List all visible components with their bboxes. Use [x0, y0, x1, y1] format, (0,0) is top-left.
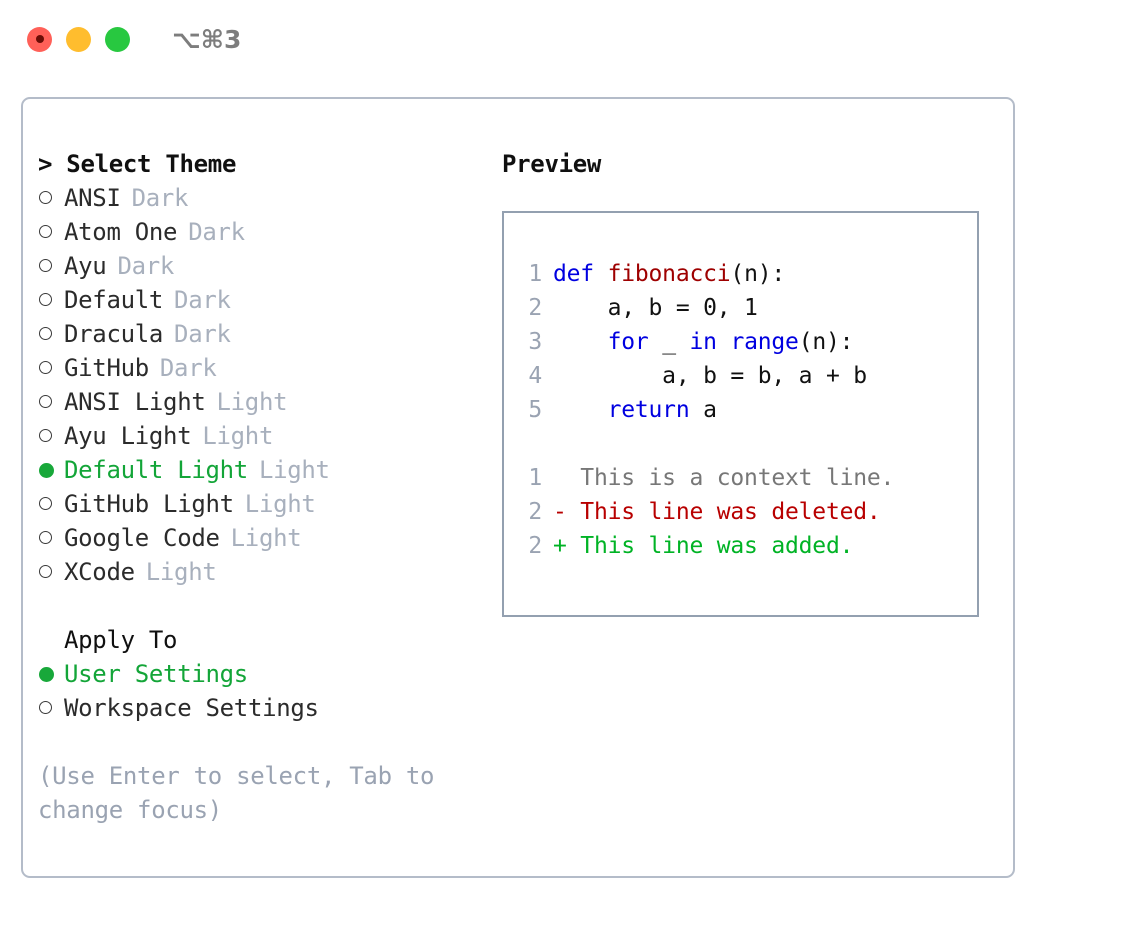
theme-list-item[interactable]: Atom One Dark	[38, 215, 488, 249]
diff-line-text: + This line was added.	[553, 533, 854, 559]
code-token: in	[689, 329, 717, 355]
theme-list-item[interactable]: Default Dark	[38, 283, 488, 317]
apply-to-item[interactable]: Workspace Settings	[38, 691, 488, 725]
code-line-number: 2	[528, 295, 542, 321]
code-token	[717, 329, 731, 355]
code-token	[553, 397, 608, 423]
minimize-window-icon[interactable]	[66, 26, 91, 52]
theme-list-item[interactable]: ANSI Dark	[38, 181, 488, 215]
code-token: for	[607, 329, 649, 355]
code-line: 3 for _ in range(n):	[518, 325, 977, 359]
code-blank-line	[518, 427, 977, 461]
diff-sample: 1 This is a context line. 2 - This line wa…	[518, 461, 977, 563]
diff-line: 1 This is a context line.	[518, 461, 977, 495]
code-line-number: 4	[528, 363, 542, 389]
code-token: (n):	[798, 329, 854, 355]
code-token: return	[607, 397, 690, 423]
theme-variant-tag: Light	[145, 558, 217, 586]
theme-variant-tag: Dark	[159, 354, 217, 382]
theme-variant-tag: Light	[258, 456, 330, 484]
theme-name-label: XCode	[64, 558, 135, 586]
theme-variant-tag: Light	[202, 422, 274, 450]
theme-list-item[interactable]: GitHub Light Light	[38, 487, 488, 521]
diff-line-number: 2	[528, 533, 542, 559]
theme-name-label: Ayu Light	[64, 422, 192, 450]
code-token	[553, 329, 608, 355]
traffic-light-buttons	[27, 26, 130, 52]
theme-variant-tag: Dark	[174, 286, 231, 314]
code-token: range	[730, 329, 799, 355]
select-theme-heading: > Select Theme	[38, 150, 237, 178]
theme-variant-tag: Dark	[174, 320, 231, 348]
code-line-number: 3	[528, 329, 542, 355]
code-line: 1 def fibonacci(n):	[518, 257, 977, 291]
apply-to-heading: Apply To	[64, 626, 178, 654]
code-token: a, b = b, a + b	[553, 363, 867, 389]
keyboard-hint-text: (Use Enter to select, Tab to change focu…	[38, 762, 435, 824]
code-token: a	[689, 397, 717, 423]
theme-name-label: Default	[64, 286, 164, 314]
theme-variant-tag: Dark	[131, 184, 189, 212]
diff-line-number: 1	[528, 465, 542, 491]
preview-heading: Preview	[502, 150, 602, 178]
theme-list-item[interactable]: Ayu Light Light	[38, 419, 488, 453]
theme-name-label: Google Code	[64, 524, 220, 552]
theme-list-item[interactable]: Ayu Dark	[38, 249, 488, 283]
theme-name-label: Ayu	[64, 252, 107, 280]
code-token: fibonacci	[607, 261, 731, 287]
theme-list-item[interactable]: Default Light Light	[38, 453, 488, 487]
theme-variant-tag: Light	[216, 388, 288, 416]
theme-list-item[interactable]: Google Code Light	[38, 521, 488, 555]
theme-name-label: ANSI	[64, 184, 121, 212]
code-line: 5 return a	[518, 393, 977, 427]
section-spacer	[38, 589, 488, 623]
apply-to-label: Workspace Settings	[64, 694, 319, 722]
theme-variant-tag: Light	[244, 490, 316, 518]
theme-name-label: Atom One	[64, 218, 178, 246]
theme-list-item[interactable]: Dracula Dark	[38, 317, 488, 351]
diff-line: 2 - This line was deleted.	[518, 495, 977, 529]
close-window-icon[interactable]	[27, 26, 52, 52]
theme-variant-tag: Dark	[117, 252, 175, 280]
code-token: a, b = 0, 1	[553, 295, 758, 321]
code-token: def	[553, 261, 608, 287]
code-line: 4 a, b = b, a + b	[518, 359, 977, 393]
diff-line-text: - This line was deleted.	[553, 499, 881, 525]
title-bar: ⌥⌘3	[0, 0, 1140, 78]
keyboard-shortcut-label: ⌥⌘3	[172, 24, 242, 54]
theme-list-item[interactable]: GitHub Dark	[38, 351, 488, 385]
theme-name-label: Dracula	[64, 320, 164, 348]
maximize-window-icon[interactable]	[105, 26, 130, 52]
diff-line: 2 + This line was added.	[518, 529, 977, 563]
apply-to-label: User Settings	[64, 660, 248, 688]
theme-variant-tag: Dark	[188, 218, 245, 246]
theme-name-label: Default Light	[64, 456, 248, 484]
diff-line-text: This is a context line.	[553, 465, 895, 491]
code-token: _	[648, 329, 690, 355]
theme-name-label: GitHub	[64, 354, 149, 382]
theme-variant-tag: Light	[230, 524, 302, 552]
theme-list-item[interactable]: XCode Light	[38, 555, 488, 589]
code-line-number: 1	[528, 261, 542, 287]
code-line-number: 5	[528, 397, 542, 423]
code-token: (n):	[730, 261, 786, 287]
apply-to-item[interactable]: User Settings	[38, 657, 488, 691]
theme-name-label: GitHub Light	[64, 490, 234, 518]
theme-name-label: ANSI Light	[64, 388, 206, 416]
diff-line-number: 2	[528, 499, 542, 525]
code-line: 2 a, b = 0, 1	[518, 291, 977, 325]
theme-list-item[interactable]: ANSI Light Light	[38, 385, 488, 419]
